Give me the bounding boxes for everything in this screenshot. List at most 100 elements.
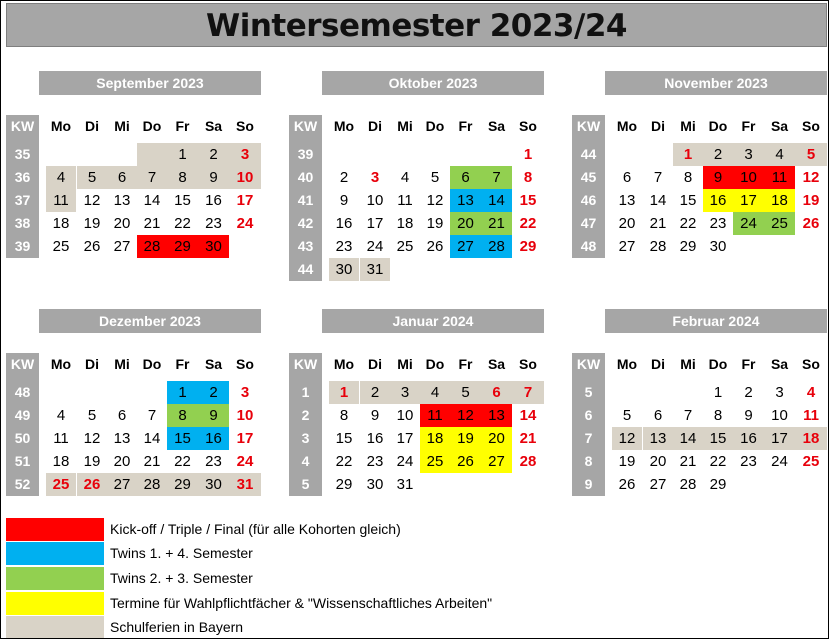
day-cell: 5 (795, 143, 827, 166)
weekday-header: Do (142, 118, 162, 134)
day-cell: 22 (174, 215, 191, 232)
day-cell: 23 (205, 215, 222, 232)
legend-item: Schulferien in Bayern (6, 616, 706, 638)
day-cell: 7 (653, 169, 663, 186)
day-cell: 31 (229, 473, 261, 496)
day-cell: 29 (167, 473, 198, 496)
day-cell: 4 (400, 169, 410, 186)
week-number: 44 (580, 146, 597, 162)
weekday-header: Do (142, 356, 162, 372)
day-cell: 6 (107, 166, 137, 189)
day-cell: 11 (764, 166, 795, 189)
day-cell: 7 (147, 407, 157, 424)
day-cell: 22 (709, 453, 727, 470)
day-cell: 23 (740, 453, 757, 470)
day-cell: 3 (390, 381, 420, 404)
day-cell: 17 (236, 192, 254, 209)
week-number: 41 (297, 192, 314, 208)
day-cell: 9 (198, 166, 229, 189)
day-cell: 3 (775, 384, 784, 401)
day-cell: 27 (450, 235, 481, 258)
day-cell: 28 (137, 235, 167, 258)
week-number: 3 (301, 430, 310, 446)
day-cell: 28 (649, 238, 667, 255)
legend-label: Twins 1. + 4. Semester (110, 545, 253, 561)
day-cell: 24 (733, 212, 764, 235)
day-cell: 9 (703, 166, 733, 189)
month-title: Januar 2024 (322, 309, 544, 333)
day-cell: 13 (481, 404, 512, 427)
day-cell: 28 (679, 476, 697, 493)
day-cell: 11 (803, 407, 819, 424)
day-cell: 18 (52, 215, 70, 232)
week-number: 9 (584, 476, 593, 492)
day-cell: 23 (709, 215, 727, 232)
day-cell: 8 (339, 407, 349, 424)
day-cell: 26 (77, 473, 107, 496)
day-cell: 1 (523, 146, 533, 163)
day-cell: 30 (198, 235, 229, 258)
day-cell: 10 (229, 166, 261, 189)
day-cell: 8 (523, 169, 533, 186)
day-cell: 6 (117, 407, 127, 424)
month-title: September 2023 (39, 71, 261, 95)
weekday-header: Sa (770, 118, 789, 134)
weekday-header: Fr (175, 356, 190, 372)
weekday-header: Fr (458, 356, 473, 372)
weekday-header: So (236, 356, 254, 372)
month-title: November 2023 (605, 71, 827, 95)
day-cell: 1 (713, 384, 723, 401)
week-header: KW (576, 118, 601, 134)
legend-swatch (6, 542, 104, 565)
day-cell: 12 (612, 427, 642, 450)
weekday-header: Mo (50, 356, 72, 372)
day-cell: 14 (143, 192, 161, 209)
day-cell: 27 (618, 238, 636, 255)
day-cell: 10 (236, 407, 254, 424)
day-cell: 21 (519, 430, 537, 447)
day-cell: 16 (335, 215, 353, 232)
day-cell: 1 (167, 381, 198, 404)
legend-item: Kick-off / Triple / Final (für alle Koho… (6, 518, 706, 541)
weekday-header: Fr (175, 118, 190, 134)
day-cell: 17 (366, 215, 384, 232)
week-header: KW (293, 356, 318, 372)
day-cell: 23 (205, 453, 222, 470)
day-cell: 27 (649, 476, 667, 493)
week-number: 51 (14, 453, 31, 469)
weekday-header: Mi (114, 118, 130, 134)
day-cell: 28 (519, 453, 537, 470)
day-cell: 13 (113, 192, 131, 209)
day-cell: 25 (396, 238, 414, 255)
day-cell: 21 (481, 212, 512, 235)
day-cell: 5 (77, 166, 107, 189)
day-cell: 17 (236, 430, 254, 447)
day-cell: 24 (366, 238, 384, 255)
day-cell: 22 (174, 453, 191, 470)
day-cell: 14 (649, 192, 667, 209)
day-cell: 15 (174, 192, 191, 209)
day-cell: 7 (512, 381, 544, 404)
day-cell: 25 (764, 212, 795, 235)
day-cell: 5 (450, 381, 481, 404)
day-cell: 7 (683, 407, 693, 424)
day-cell: 17 (396, 430, 414, 447)
day-cell: 19 (618, 453, 636, 470)
day-cell: 4 (420, 381, 450, 404)
weekday-header: Mi (397, 356, 413, 372)
week-number-column (572, 115, 605, 258)
day-cell: 20 (618, 215, 636, 232)
day-cell: 8 (167, 404, 198, 427)
weekday-header: Mo (616, 118, 638, 134)
month-title: Dezember 2023 (39, 309, 261, 333)
weekday-header: Do (425, 118, 445, 134)
day-cell: 22 (679, 215, 697, 232)
day-cell: 12 (83, 430, 101, 447)
month-title: Oktober 2023 (322, 71, 544, 95)
day-cell: 4 (806, 384, 816, 401)
weekday-header: Do (708, 356, 728, 372)
